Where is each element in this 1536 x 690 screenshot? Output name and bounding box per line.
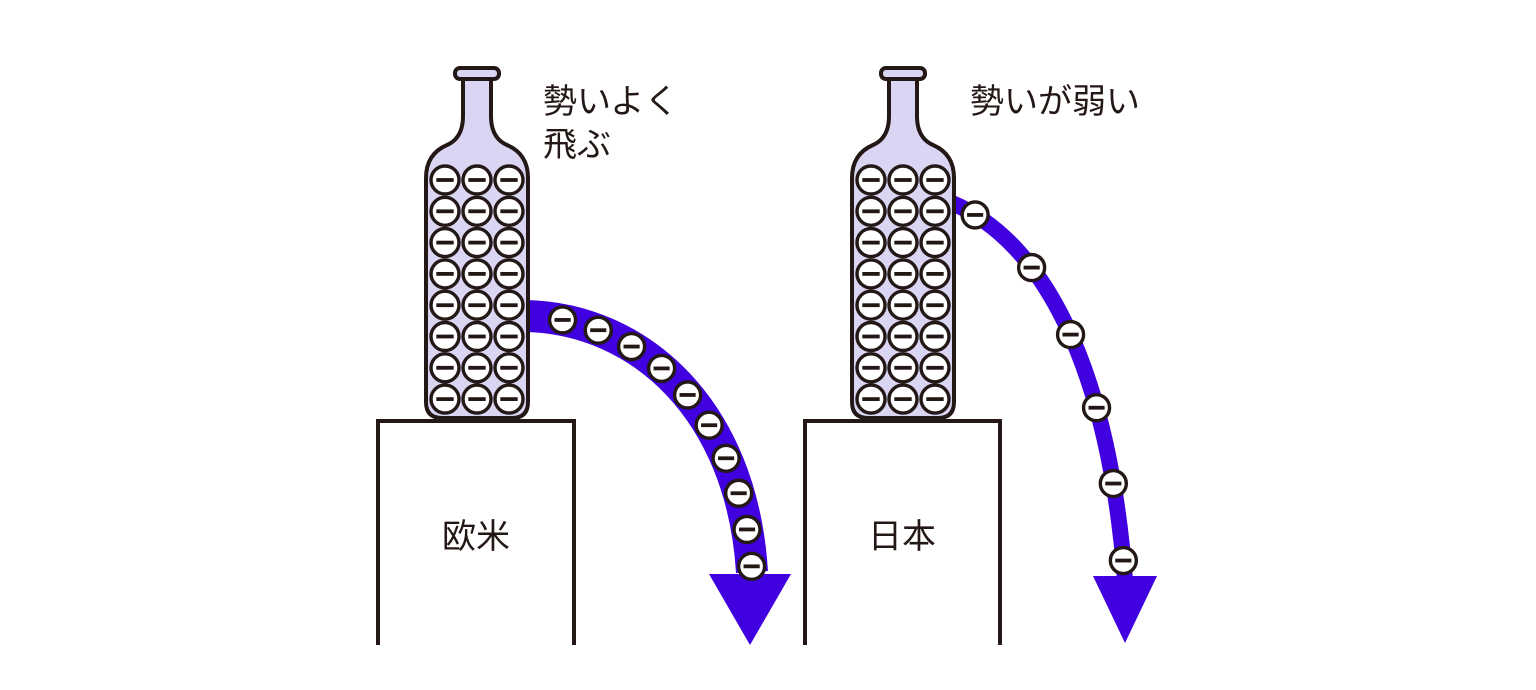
bottle-particle-icon (493, 383, 525, 415)
stream-particle-icon (646, 353, 677, 384)
right-stand (803, 419, 1002, 645)
bottle-particle-icon (429, 383, 461, 415)
stream-particle-icon (1081, 393, 1112, 423)
bottle-particle-icon (919, 195, 951, 228)
bottle-particle-icon (461, 352, 493, 384)
bottle-particle-icon (919, 383, 951, 415)
right-bottle-particles (855, 164, 951, 415)
bottle-particle-icon (461, 226, 493, 259)
bottle-particle-icon (461, 383, 493, 415)
bottle-particle-icon (493, 320, 525, 353)
left-stream-particles (547, 305, 767, 582)
right-arrow-head (1093, 576, 1157, 643)
right-bottle-lip (879, 66, 927, 81)
bottle-particle-icon (855, 226, 887, 259)
stream-particle-icon (1098, 468, 1129, 499)
left-stand (376, 419, 576, 645)
bottle-particle-icon (919, 258, 951, 290)
bottle-particle-icon (461, 289, 493, 321)
stream-particle-icon (960, 200, 990, 230)
bottle-particle-icon (887, 383, 919, 415)
bottle-particle-icon (493, 164, 525, 196)
bottle-particle-icon (919, 352, 951, 384)
bottle-particle-icon (429, 320, 461, 353)
stream-particle-icon (1016, 252, 1047, 283)
stream-particle-icon (694, 410, 724, 440)
bottle-particle-icon (429, 195, 461, 228)
bottle-particle-icon (461, 195, 493, 228)
bottle-particle-icon (887, 226, 919, 259)
right-bottle-icon (850, 66, 956, 420)
bottle-particle-icon (855, 164, 887, 196)
bottle-particle-icon (919, 289, 951, 321)
left-arrow-head (709, 574, 791, 645)
bottle-particle-icon (493, 289, 525, 321)
left-panel: 欧米 勢いよく 飛ぶ (376, 66, 791, 645)
stream-particle-icon (711, 443, 741, 473)
right-panel: 日本 勢いが弱い (803, 66, 1157, 645)
stream-particle-icon (723, 478, 754, 508)
right-stand-label: 日本 (868, 517, 936, 557)
stream-particle-icon (732, 514, 762, 545)
stream-particle-icon (736, 551, 767, 582)
bottle-particle-icon (855, 383, 887, 415)
bottle-particle-icon (429, 164, 461, 196)
bottle-particle-icon (855, 352, 887, 384)
bottle-particle-icon (461, 258, 493, 290)
bottle-particle-icon (429, 226, 461, 259)
bottle-particle-icon (919, 226, 951, 259)
bottle-particle-icon (493, 352, 525, 384)
left-bottle-lip (453, 66, 501, 81)
left-stand-label: 欧米 (442, 517, 510, 557)
left-bottle-icon (424, 66, 530, 420)
left-bottle-particles (429, 164, 525, 415)
bottle-particle-icon (493, 195, 525, 228)
bottle-particle-icon (887, 352, 919, 384)
bottle-particle-icon (461, 164, 493, 196)
left-caption-line-1: 勢いよく (543, 82, 678, 122)
bottle-particle-icon (887, 164, 919, 196)
bottle-particle-icon (887, 320, 919, 353)
bottle-particle-icon (887, 289, 919, 321)
bottle-particle-icon (855, 195, 887, 228)
bottle-particle-icon (919, 164, 951, 196)
bottle-particle-icon (429, 289, 461, 321)
bottle-particle-icon (429, 258, 461, 290)
bottle-particle-icon (429, 352, 461, 384)
right-stream-particles (960, 200, 1139, 576)
stream-particle-icon (583, 315, 613, 345)
bottle-particle-icon (919, 320, 951, 353)
right-caption-line-1: 勢いが弱い (970, 82, 1140, 122)
bottle-particle-icon (855, 289, 887, 321)
bottle-particle-icon (855, 320, 887, 353)
bottle-particle-icon (493, 226, 525, 259)
stream-particle-icon (672, 380, 703, 410)
stream-particle-icon (547, 305, 578, 335)
stream-particle-icon (1055, 319, 1086, 350)
stream-particle-icon (616, 331, 647, 362)
bottle-particle-icon (887, 195, 919, 228)
bottle-particle-icon (855, 258, 887, 290)
bottle-particle-icon (887, 258, 919, 290)
bottle-particle-icon (493, 258, 525, 290)
left-caption-line-2: 飛ぶ (543, 125, 611, 165)
bottle-particle-icon (461, 320, 493, 353)
stream-particle-icon (1108, 545, 1139, 576)
